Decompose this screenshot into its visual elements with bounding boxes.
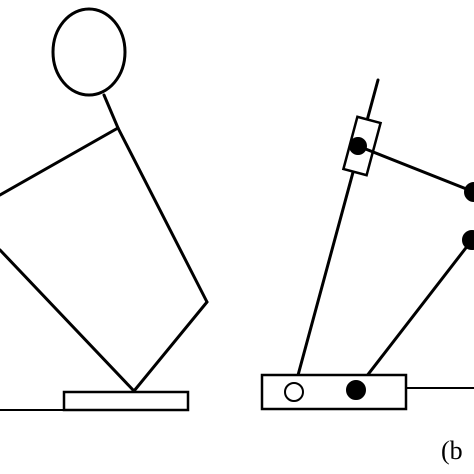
middle-right-joint — [462, 230, 474, 250]
upper-right-joint — [464, 182, 474, 202]
right-lower-link — [132, 300, 209, 393]
left-base-plate — [62, 390, 190, 412]
panel-label: (b — [441, 436, 463, 465]
left-figure — [0, 7, 209, 412]
slider-to-upper-link — [356, 144, 474, 194]
open-pivot — [284, 382, 304, 402]
right-base-box — [260, 373, 408, 411]
left-lower-link — [0, 248, 136, 393]
right-long-link — [116, 126, 209, 304]
middle-to-base-link — [354, 238, 474, 392]
right-figure — [260, 78, 474, 411]
filled-pivot — [346, 380, 366, 400]
upper-arm-link — [0, 126, 120, 197]
neck-link — [102, 93, 120, 130]
head-ellipse — [51, 7, 127, 97]
